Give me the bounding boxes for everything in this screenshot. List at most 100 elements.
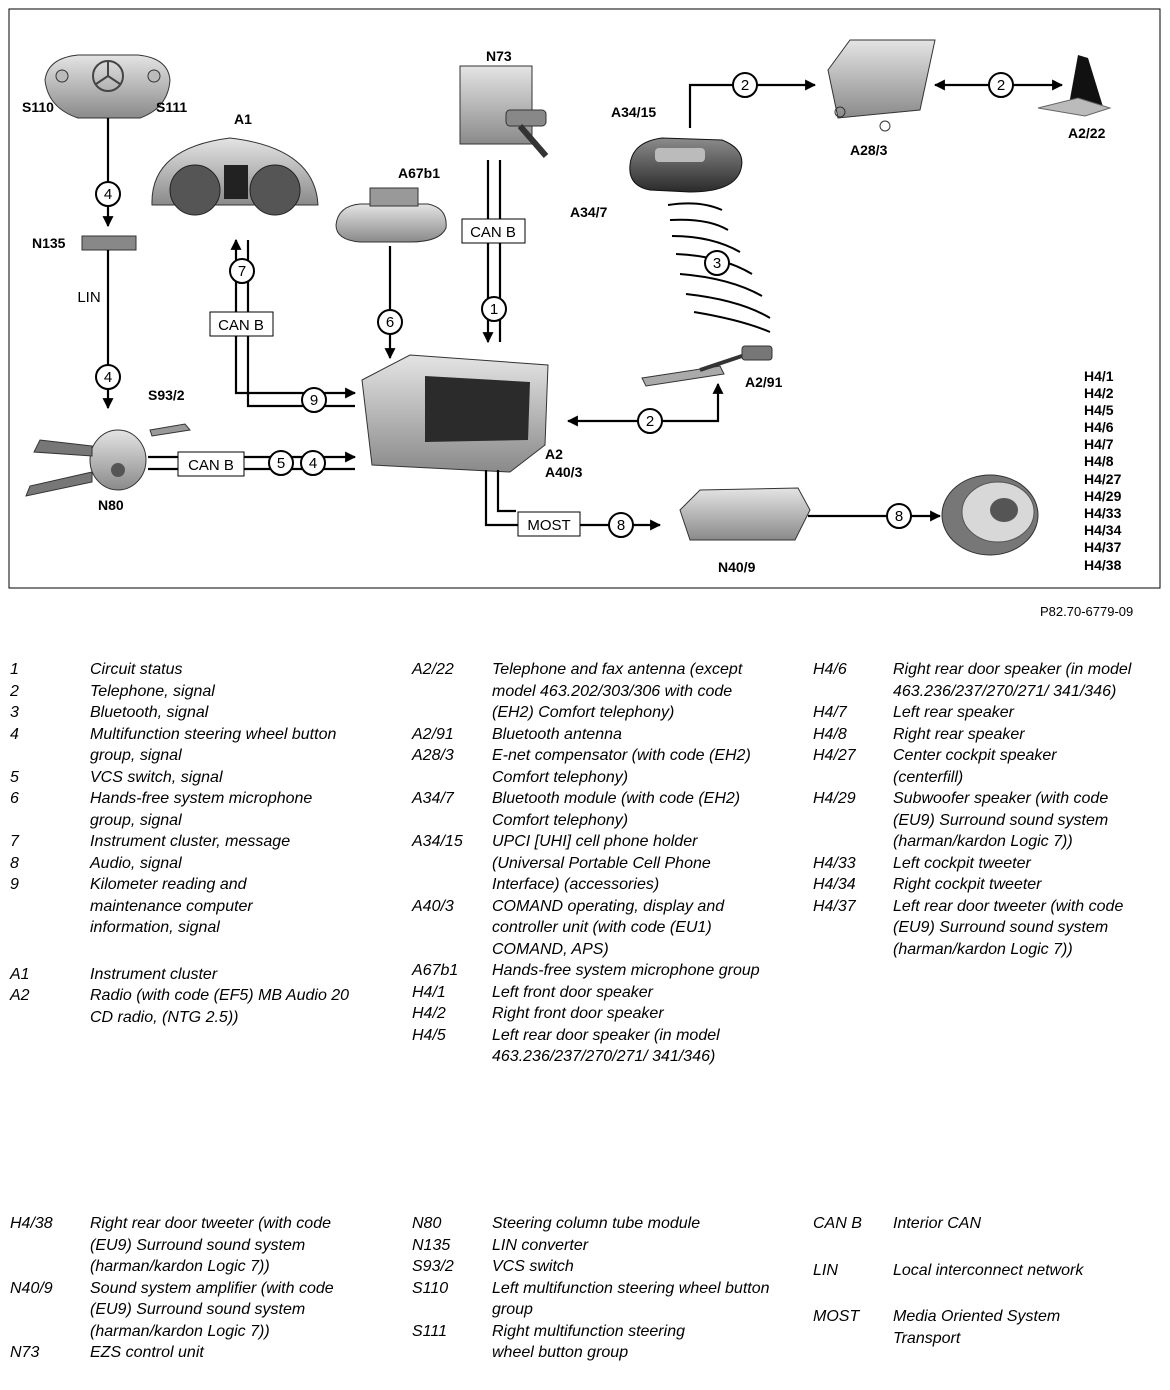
label-a67b1: A67b1 bbox=[398, 165, 440, 181]
bus-label-can-b-a1: CAN B bbox=[218, 317, 264, 334]
signal-4-top: 4 bbox=[104, 186, 112, 203]
signal-9: 9 bbox=[310, 392, 318, 409]
signal-markers bbox=[95, 72, 1014, 538]
label-a2: A2 bbox=[545, 446, 563, 462]
speaker-label: H4/29 bbox=[1084, 488, 1122, 504]
signal-8-b: 8 bbox=[895, 508, 903, 525]
label-s93-2: S93/2 bbox=[148, 387, 185, 403]
speaker-label: H4/8 bbox=[1084, 453, 1114, 469]
signal-3: 3 bbox=[713, 255, 721, 272]
label-a1: A1 bbox=[234, 111, 252, 127]
label-a34-7: A34/7 bbox=[570, 204, 608, 220]
label-a28-3: A28/3 bbox=[850, 142, 888, 158]
ezs-control-unit-image bbox=[459, 65, 549, 158]
steering-wheel-hub-image bbox=[44, 54, 171, 119]
speaker-image bbox=[941, 474, 1039, 556]
bus-label-can-b-n73: CAN B bbox=[470, 224, 516, 241]
comand-head-unit-image bbox=[361, 354, 549, 473]
signal-4-bottom: 4 bbox=[104, 369, 112, 386]
signal-7: 7 bbox=[238, 263, 246, 280]
label-a34-15: A34/15 bbox=[611, 104, 656, 120]
signal-2-a: 2 bbox=[741, 77, 749, 94]
speaker-label: H4/27 bbox=[1084, 471, 1122, 487]
speaker-label: H4/38 bbox=[1084, 557, 1122, 573]
wiring-diagram: CAN B CAN B CAN B MOST LIN 4 4 5 4 7 9 6… bbox=[8, 8, 1161, 589]
speaker-label: H4/6 bbox=[1084, 419, 1114, 435]
instrument-cluster-image bbox=[151, 137, 319, 216]
label-a2-91: A2/91 bbox=[745, 374, 783, 390]
sound-amplifier-image bbox=[679, 487, 811, 541]
bus-labels: CAN B CAN B CAN B MOST LIN bbox=[70, 218, 581, 537]
bluetooth-antenna-image bbox=[641, 345, 773, 387]
speaker-label: H4/37 bbox=[1084, 539, 1122, 555]
label-s111: S111 bbox=[156, 99, 187, 115]
lin-converter-image bbox=[81, 235, 137, 251]
signal-1: 1 bbox=[490, 301, 498, 318]
signal-marker-numbers: 4 4 5 4 7 9 6 1 2 2 3 2 8 8 bbox=[104, 77, 1005, 534]
bus-label-most: MOST bbox=[527, 517, 570, 534]
signal-4-can: 4 bbox=[309, 455, 317, 472]
bus-label-can-b-n80: CAN B bbox=[188, 457, 234, 474]
speaker-label: H4/2 bbox=[1084, 385, 1114, 401]
signal-2-c: 2 bbox=[646, 413, 654, 430]
speaker-label: H4/34 bbox=[1084, 522, 1122, 538]
signal-5: 5 bbox=[277, 455, 285, 472]
speaker-list: H4/1 H4/2 H4/5 H4/6 H4/7 H4/8 H4/27 H4/2… bbox=[1084, 368, 1122, 573]
steering-column-module-image bbox=[25, 429, 147, 497]
bluetooth-waves bbox=[667, 202, 771, 333]
speaker-label: H4/5 bbox=[1084, 402, 1114, 418]
label-n135: N135 bbox=[32, 235, 66, 251]
component-labels: S110 S111 A1 N73 A34/15 A34/7 A28/3 A2/2… bbox=[22, 48, 1106, 575]
label-a40-3: A40/3 bbox=[545, 464, 583, 480]
speaker-label: H4/1 bbox=[1084, 368, 1114, 384]
signal-2-b: 2 bbox=[997, 77, 1005, 94]
label-a2-22: A2/22 bbox=[1068, 125, 1106, 141]
vcs-switch-image bbox=[149, 423, 191, 437]
label-s110: S110 bbox=[22, 99, 54, 115]
speaker-label: H4/7 bbox=[1084, 436, 1114, 452]
label-n40-9: N40/9 bbox=[718, 559, 756, 575]
enet-compensator-image bbox=[827, 39, 936, 132]
label-n80: N80 bbox=[98, 497, 124, 513]
cell-phone-holder-image bbox=[629, 137, 743, 193]
figure-reference: P82.70-6779-09 bbox=[1040, 604, 1134, 619]
